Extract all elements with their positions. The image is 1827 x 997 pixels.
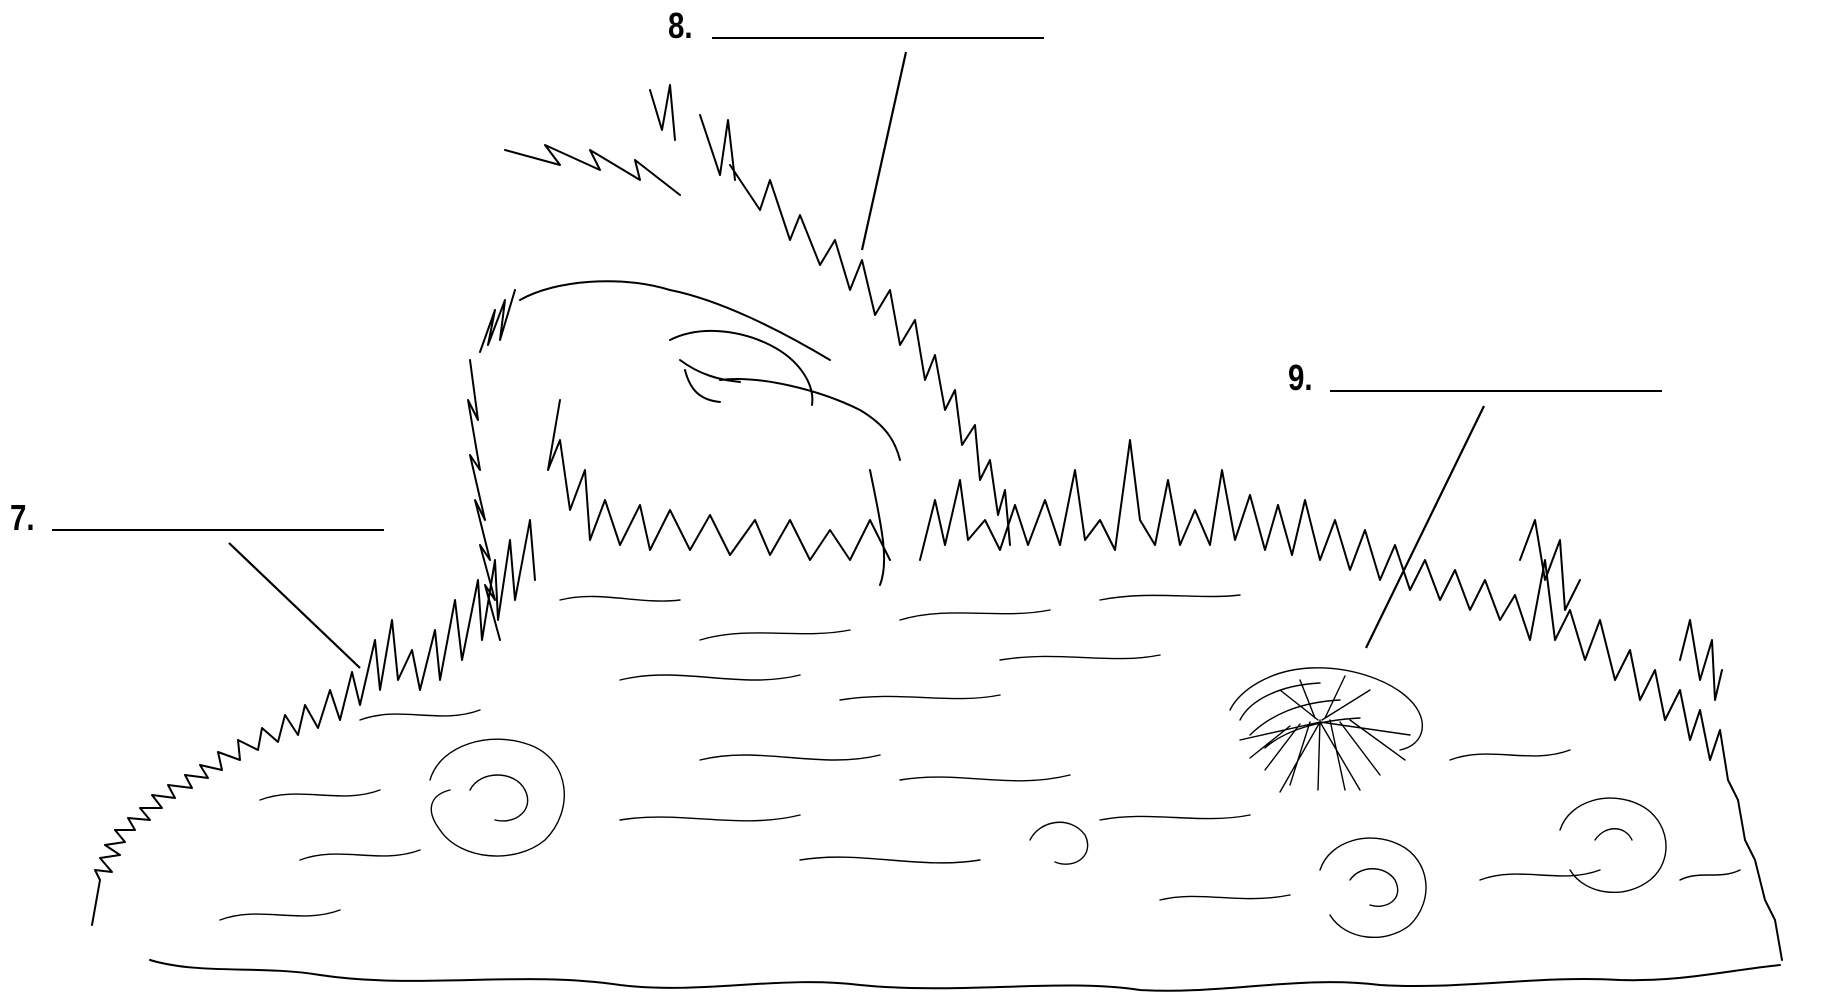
tall-anemone-body <box>548 400 890 585</box>
tall-anemone-face <box>670 331 900 460</box>
tall-anemone-outline <box>480 85 1010 545</box>
clump-bottom-edge <box>150 960 1780 991</box>
lower-anemone-swirls <box>430 739 1666 937</box>
small-anemone-9 <box>1230 668 1422 792</box>
leader-line-7 <box>229 543 360 668</box>
leader-line-8 <box>862 52 906 250</box>
tall-anemone-left-side <box>468 360 500 640</box>
body-texture-strokes <box>220 595 1740 920</box>
leader-line-9 <box>1366 406 1484 648</box>
grass-ridge <box>920 440 1782 960</box>
clump-outline <box>92 520 535 925</box>
